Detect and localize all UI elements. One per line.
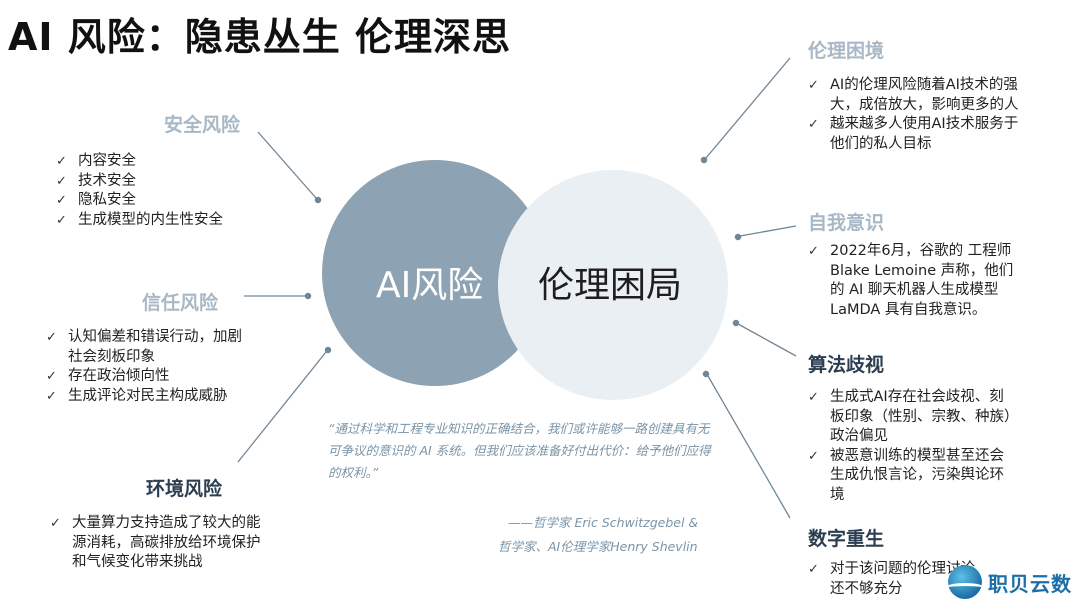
connector-rebirth [707, 375, 791, 519]
check-icon: ✓ [46, 388, 57, 404]
connector-bias [737, 323, 797, 357]
ethics-dilemma-circle [498, 170, 728, 400]
list-item: ✓技术安全 [54, 172, 294, 192]
list-item: ✓对于该问题的伦理讨论还不够充分 [808, 561, 975, 597]
connector-dilemma [705, 57, 791, 159]
list-bias: ✓生成式AI存在社会歧视、刻板印象（性别、宗教、种族）政治偏见 ✓被恶意训练的模… [806, 388, 1018, 505]
list-item: ✓生成式AI存在社会歧视、刻板印象（性别、宗教、种族）政治偏见 [808, 389, 1012, 444]
quote-text: “通过科学和工程专业知识的正确结合，我们或许能够一路创建具有无可争议的意识的 A… [328, 421, 711, 480]
section-title-trust: 信任风险 [142, 292, 219, 314]
check-icon: ✓ [56, 193, 67, 208]
check-icon: ✓ [46, 330, 57, 345]
connector-selfaware [739, 225, 797, 237]
ethics-dilemma-label: 伦理困局 [538, 265, 683, 306]
check-icon: ✓ [56, 154, 67, 169]
list-dilemma: ✓AI的伦理风险随着AI技术的强大，成倍放大，影响更多的人 ✓越来越多人使用AI… [806, 76, 1020, 154]
section-title-safety: 安全风险 [164, 114, 241, 136]
check-icon: ✓ [808, 78, 819, 93]
check-icon: ✓ [808, 117, 819, 132]
section-title-environment: 环境风险 [146, 478, 223, 500]
connector-dot-environment [324, 346, 332, 354]
connector-dot-bias [732, 319, 740, 327]
check-icon: ✓ [56, 173, 67, 189]
check-icon: ✓ [56, 212, 67, 228]
section-title-rebirth: 数字重生 [808, 528, 885, 550]
logo-icon [948, 565, 982, 599]
ai-risk-label: AI风险 [376, 265, 484, 306]
list-safety: ✓内容安全 ✓技术安全 ✓隐私安全 ✓生成模型的内生性安全 [54, 152, 294, 230]
connector-dot-rebirth [702, 370, 710, 378]
list-item: ✓越来越多人使用AI技术服务于他们的私人目标 [808, 116, 1019, 152]
check-icon: ✓ [808, 562, 819, 577]
quote-attribution-line2: 哲学家、AI伦理学家Henry Shevlin [498, 539, 698, 554]
section-title-dilemma: 伦理困境 [808, 40, 885, 62]
section-title-selfaware: 自我意识 [808, 212, 885, 234]
list-trust: ✓认知偏差和错误行动，加剧社会刻板印象 ✓存在政治倾向性 ✓生成评论对民主构成威… [44, 328, 248, 406]
check-icon: ✓ [46, 369, 57, 384]
list-environment: ✓大量算力支持造成了较大的能源消耗，高碳排放给环境保护和气候变化带来挑战 [48, 514, 262, 573]
connector-dot-selfaware [734, 233, 742, 241]
list-rebirth: ✓对于该问题的伦理讨论还不够充分 [806, 560, 986, 599]
list-item: ✓AI的伦理风险随着AI技术的强大，成倍放大，影响更多的人 [808, 77, 1019, 113]
logo-text: 职贝云数 [988, 571, 1072, 596]
list-item: ✓认知偏差和错误行动，加剧社会刻板印象 [46, 329, 242, 365]
check-icon: ✓ [808, 448, 819, 464]
connector-dot-trust [304, 292, 312, 300]
connector-safety [257, 131, 317, 199]
page-title: AI 风险：隐患丛生 伦理深思 [8, 15, 512, 59]
list-item: ✓2022年6月，谷歌的 工程师 Blake Lemoine 声称，他们的 AI… [808, 243, 1014, 318]
list-selfaware: ✓2022年6月，谷歌的 工程师 Blake Lemoine 声称，他们的 AI… [806, 242, 1020, 320]
check-icon: ✓ [50, 516, 61, 531]
section-title-bias: 算法歧视 [808, 354, 885, 376]
list-item: ✓被恶意训练的模型甚至还会生成仇恨言论，污染舆论环境 [808, 447, 1004, 503]
list-item: ✓内容安全 [54, 152, 294, 172]
check-icon: ✓ [808, 390, 819, 405]
quote-attribution-line1: ——哲学家 Eric Schwitzgebel & [508, 515, 699, 530]
list-item: ✓大量算力支持造成了较大的能源消耗，高碳排放给环境保护和气候变化带来挑战 [50, 515, 261, 570]
list-item: ✓存在政治倾向性 [44, 367, 248, 387]
connector-dot-safety [314, 196, 322, 204]
brand-logo: 职贝云数 [948, 565, 1072, 599]
list-item: ✓生成模型的内生性安全 [54, 211, 294, 231]
list-item: ✓隐私安全 [54, 191, 294, 211]
check-icon: ✓ [808, 244, 819, 259]
list-item: ✓生成评论对民主构成威胁 [44, 387, 248, 407]
connector-dot-dilemma [700, 156, 708, 164]
connector-environment [237, 351, 327, 463]
